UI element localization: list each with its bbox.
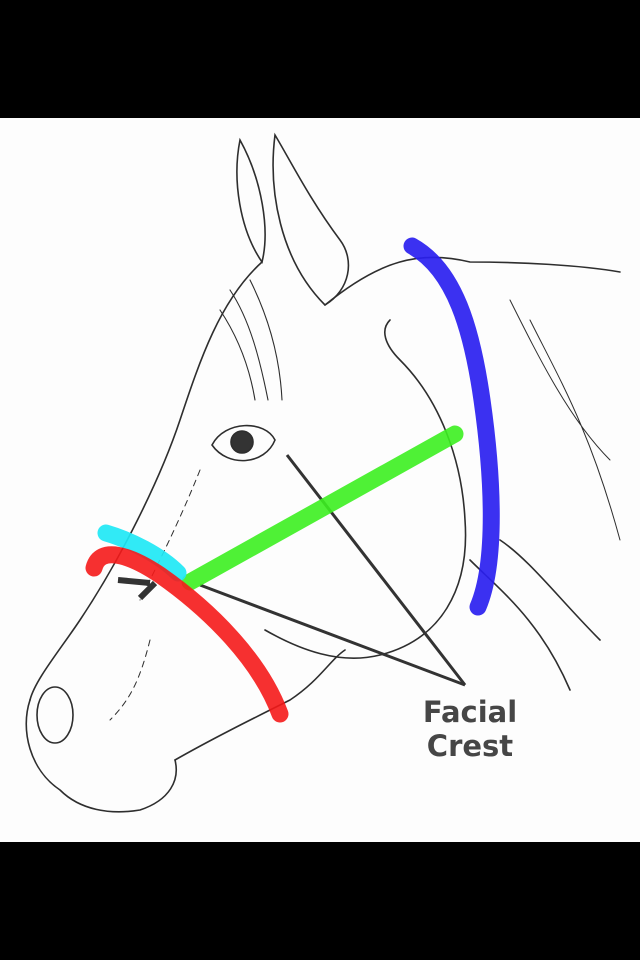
horse-outline xyxy=(25,132,621,813)
left-ear xyxy=(236,137,266,264)
throatlatch-line-blue xyxy=(403,237,500,616)
neck-top-line xyxy=(324,256,621,306)
face-contour xyxy=(109,469,201,721)
noseband-line-cyan xyxy=(97,524,187,582)
eye-pupil xyxy=(230,430,254,454)
facial-crest-pointers xyxy=(117,454,467,687)
muzzle-line xyxy=(25,699,177,813)
mouth-line xyxy=(174,649,346,761)
forelock xyxy=(219,279,283,401)
nostril xyxy=(36,686,74,744)
right-ear xyxy=(272,132,350,307)
pointer-line-upper xyxy=(285,454,467,686)
facial-crest-label: Facial Crest xyxy=(390,695,550,763)
mane-lines xyxy=(509,299,621,541)
label-line-1: Facial xyxy=(422,695,518,729)
jaw-line xyxy=(264,319,467,659)
throat-line xyxy=(499,539,601,641)
face-front-line xyxy=(29,261,263,701)
noseband-line-red xyxy=(85,546,289,723)
pointer-line-lower xyxy=(199,583,466,687)
label-line-2: Crest xyxy=(426,729,514,763)
arrow-marker xyxy=(117,577,158,601)
cheek-line-green xyxy=(181,425,464,591)
eye xyxy=(211,424,276,462)
horse-head-illustration xyxy=(0,118,640,842)
